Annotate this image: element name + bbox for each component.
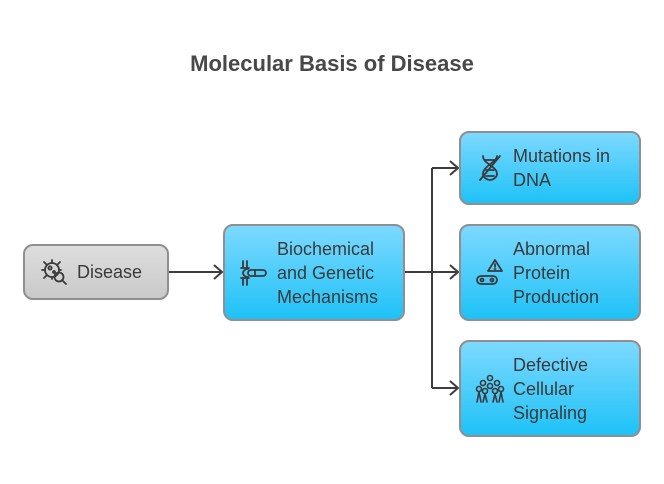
node-label: Biochemical and Genetic Mechanisms	[277, 238, 379, 307]
conveyor-warning-icon	[473, 256, 507, 290]
cell-network-icon	[473, 372, 507, 406]
arrowhead-protein	[449, 264, 460, 280]
node-label: Mutations in DNA	[513, 146, 611, 190]
node-defective-cellular-signaling[interactable]: Defective Cellular Signaling	[459, 340, 641, 437]
node-label: Defective Cellular Signaling	[513, 354, 589, 423]
dna-crossed-icon	[473, 151, 507, 185]
node-disease[interactable]: Disease	[23, 244, 169, 300]
node-label: Abnormal Protein Production	[513, 238, 600, 307]
diagram-title: Molecular Basis of Disease	[190, 51, 474, 76]
enzyme-mechanism-icon	[235, 255, 271, 291]
node-label: Disease	[77, 262, 143, 282]
bacteria-search-icon	[37, 255, 71, 289]
arrowhead-mechanisms	[213, 264, 224, 280]
node-mutations-in-dna[interactable]: Mutations in DNA	[459, 131, 641, 205]
arrowhead-mutations	[449, 160, 460, 176]
node-abnormal-protein-production[interactable]: Abnormal Protein Production	[459, 224, 641, 321]
arrowhead-signaling	[449, 380, 460, 396]
node-biochemical-genetic-mechanisms[interactable]: Biochemical and Genetic Mechanisms	[223, 224, 405, 321]
